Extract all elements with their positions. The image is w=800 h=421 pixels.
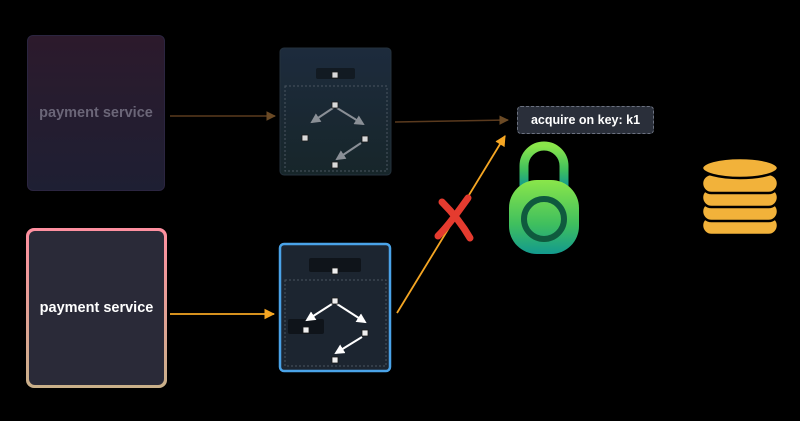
workflow-box-bottom	[278, 242, 392, 373]
workflow-bottom-nodes	[302, 267, 369, 364]
payment-service-bottom-body: payment service	[29, 231, 164, 385]
workflow-box-top	[279, 47, 392, 176]
payment-service-bottom-label: payment service	[39, 300, 154, 316]
blocked-x-icon	[434, 194, 474, 242]
acquire-lock-badge: acquire on key: k1	[517, 106, 654, 134]
flow-arrow-top-workflow-to-lock	[394, 115, 509, 125]
payment-service-top: payment service	[27, 35, 165, 191]
padlock-icon	[509, 141, 579, 254]
payment-service-top-label: payment service	[39, 105, 153, 121]
workflow-top-edges	[310, 107, 365, 161]
coin-stack-icon	[700, 156, 780, 237]
workflow-bottom-edges	[305, 303, 367, 355]
workflow-top-nodes	[301, 71, 369, 169]
acquire-lock-badge-text: acquire on key: k1	[530, 113, 641, 127]
payment-service-bottom: payment service	[26, 228, 167, 388]
